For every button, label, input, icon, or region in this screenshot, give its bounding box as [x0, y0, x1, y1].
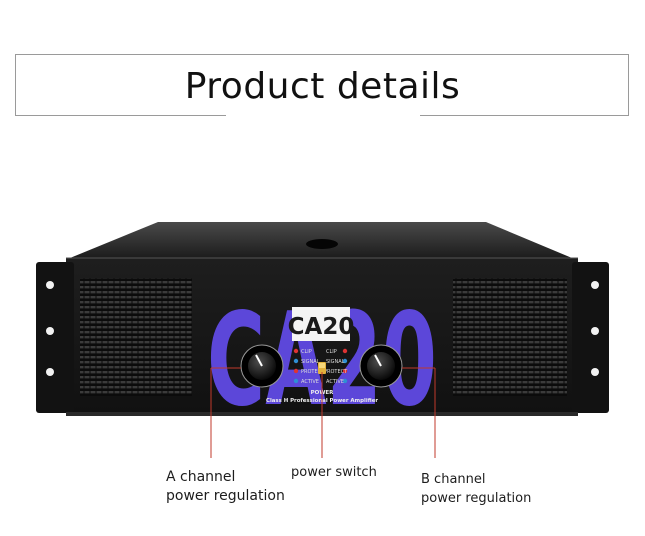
title-frame-gap [226, 112, 420, 120]
page-title: Product details [184, 66, 461, 107]
a-channel-label-line2: power regulation [166, 488, 285, 504]
indicators-right: CLIP SIGNAL PROTECT ACTIVE [324, 348, 348, 385]
indicator-label: SIGNAL [301, 359, 320, 365]
a-channel-label: A channel power regulation [166, 468, 285, 506]
a-channel-label-line1: A channel [166, 469, 236, 485]
model-badge [292, 307, 350, 341]
power-switch-label-text: power switch [291, 465, 377, 480]
b-channel-label-line2: power regulation [421, 491, 532, 506]
indicator-label: PROTECT [301, 369, 325, 375]
vent-grille-left [80, 278, 192, 396]
rack-ear-left [36, 262, 74, 413]
indicator-label: ACTIVE [326, 379, 344, 385]
b-channel-label-line1: B channel [421, 472, 486, 487]
indicator-label: PROTECT [324, 369, 348, 375]
a-channel-knob[interactable] [240, 344, 284, 388]
indicator-label: CLIP [301, 349, 312, 355]
vent-grille-right [453, 278, 567, 396]
indicators-left: CLIP SIGNAL PROTECT ACTIVE [293, 348, 325, 385]
indicator-label: SIGNAL [326, 359, 345, 365]
power-switch-label: power switch [291, 463, 377, 482]
b-channel-label: B channel power regulation [421, 470, 531, 508]
indicator-label: CLIP [326, 349, 337, 355]
indicator-label: ACTIVE [301, 379, 319, 385]
b-channel-knob[interactable] [359, 344, 403, 388]
rack-ear-right [572, 262, 609, 413]
power-switch[interactable] [318, 362, 326, 374]
top-vent-hole [306, 239, 338, 249]
model-badge-text: CA20 [288, 314, 355, 340]
callout-lines [210, 367, 436, 458]
